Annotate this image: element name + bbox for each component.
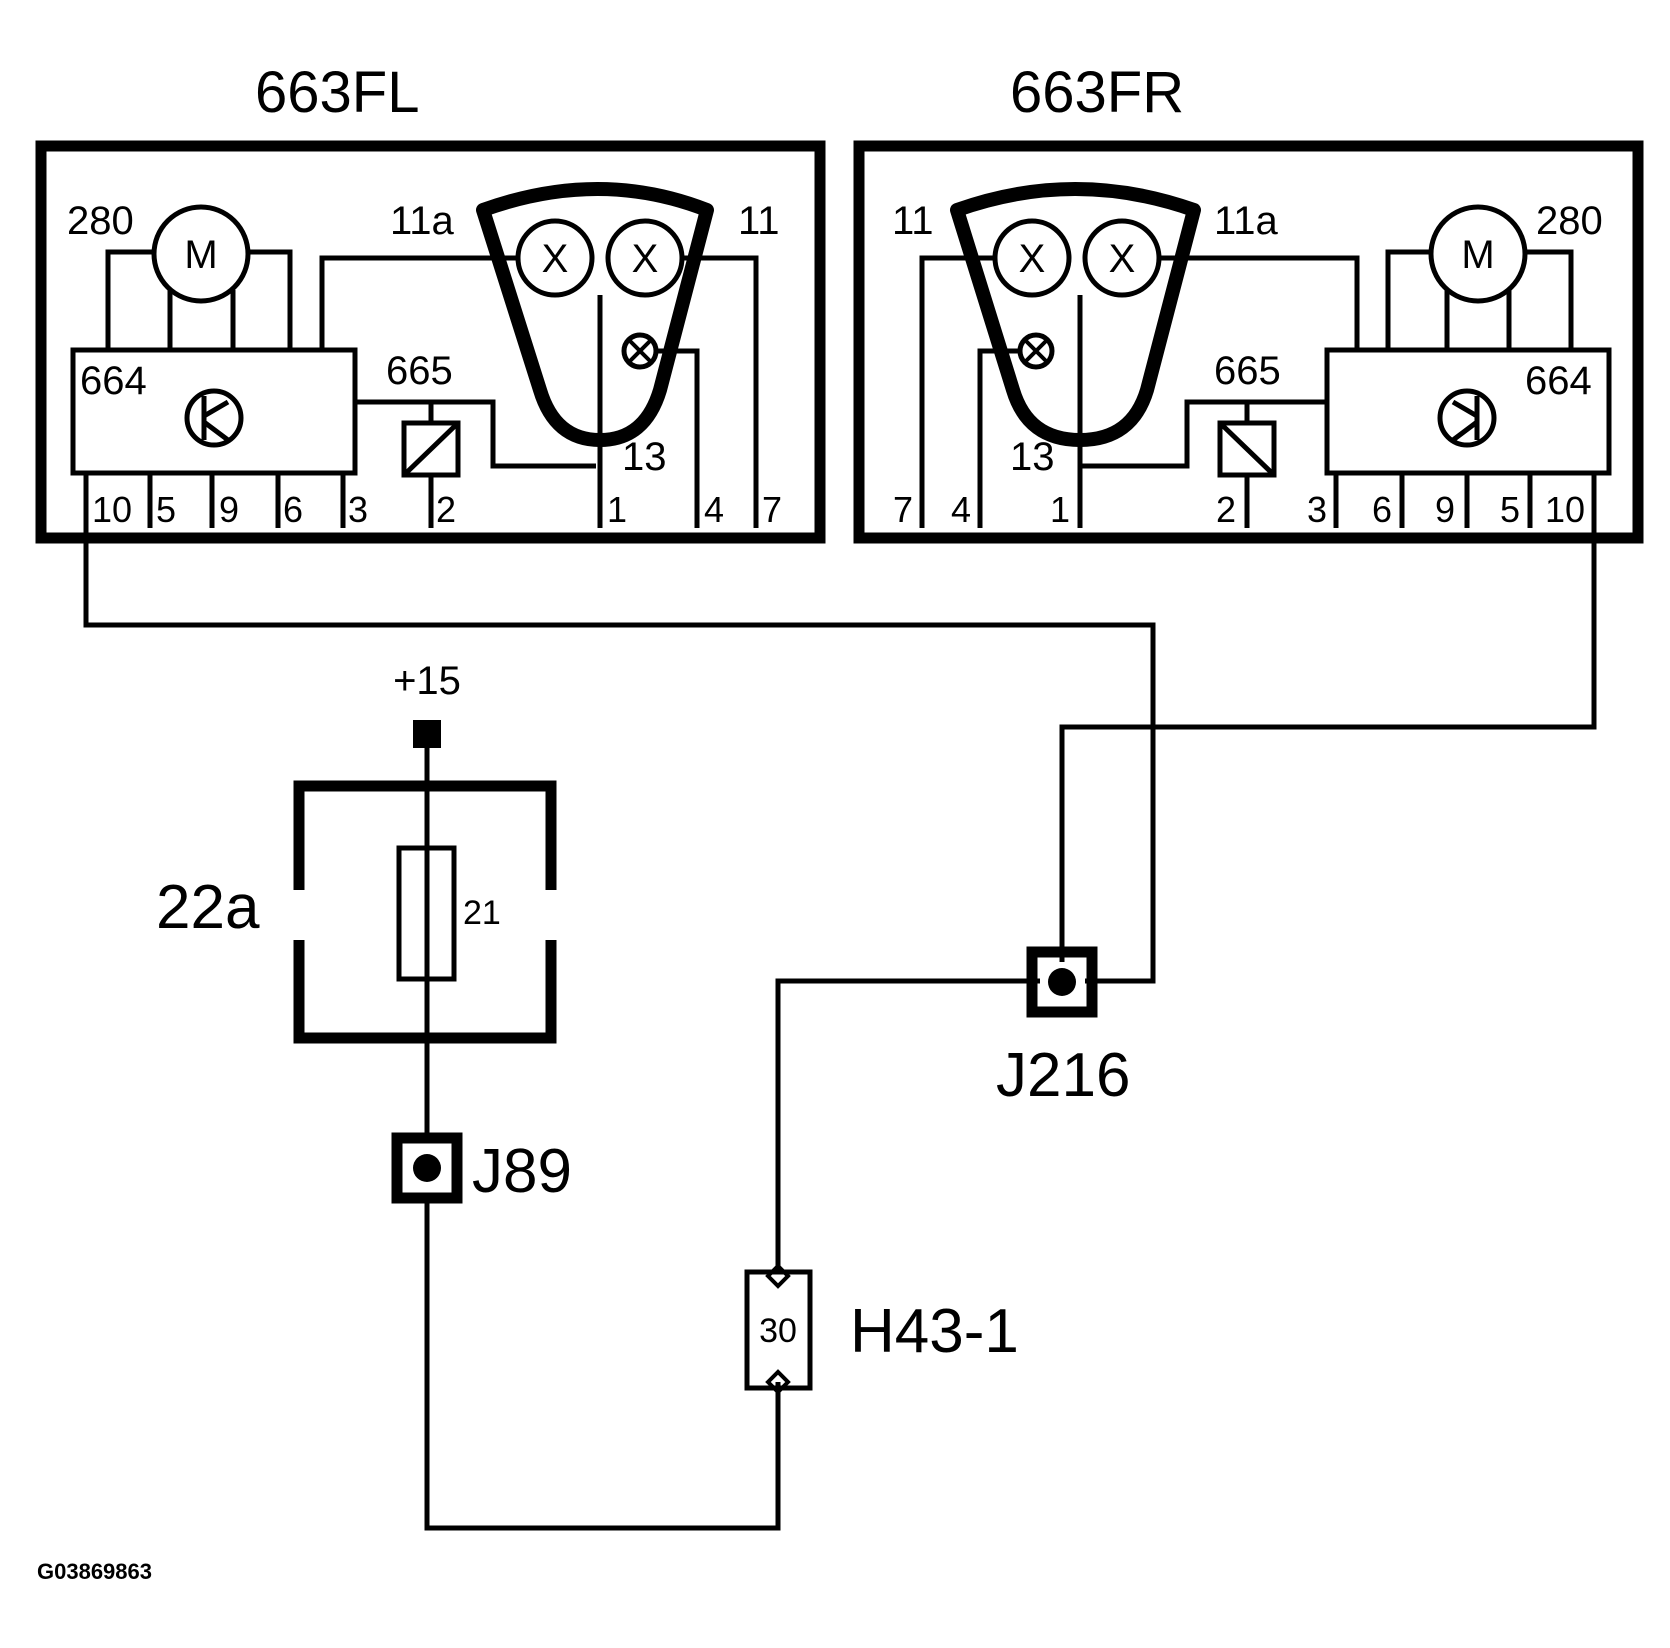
lamp-left-number-right: 11 [892,199,934,243]
pin-label: 10 [92,489,132,530]
module-frame-right [853,140,1644,544]
motor-280-right: 280 M [1385,199,1603,350]
external-wires [83,528,1597,1531]
module-frame-left [35,140,826,544]
fusebox-label: 22a [156,873,260,942]
indicator-bulb-left [621,332,659,370]
pin-label: 3 [1307,489,1327,530]
pin-label: 5 [1500,489,1520,530]
module-title-left: 663FL [255,60,419,125]
junction-j89: J89 [391,1132,572,1206]
controller-664-right: 664 [1324,347,1612,476]
sensor-symbol-right [1437,388,1497,448]
figure-id: G03869863 [37,1559,152,1584]
pin-label: 9 [1435,489,1455,530]
controller-664-left: 664 [70,347,358,476]
controller-number-left: 664 [80,359,147,403]
ground-number-right: 13 [1010,435,1055,479]
pin-label: 10 [1545,489,1585,530]
relay-number-right: 665 [1214,349,1281,393]
pin-label: 3 [348,489,368,530]
pin-label: 2 [436,489,456,530]
lamp-right-number-right: 11a [1214,199,1279,243]
pin-label: 6 [1372,489,1392,530]
pin-label: 7 [893,489,913,530]
supply-label: +15 [393,659,461,703]
ground-number-left: 13 [622,435,667,479]
motor-number-left: 280 [67,199,134,243]
pin-label: 6 [283,489,303,530]
pin-label: 4 [704,489,724,530]
module-663fl: 663FL 280 M 664 665 11a [35,60,826,544]
indicator-bulb-right [1017,332,1055,370]
pin-label: 1 [607,489,627,530]
module-title-right: 663FR [1010,60,1184,125]
motor-symbol-right: M [1461,233,1494,277]
pin-label: 4 [951,489,971,530]
pin-label: 2 [1216,489,1236,530]
relay-665-left: 665 [355,349,596,528]
pin-label: 7 [762,489,782,530]
pin-row-right: 7 4 1 2 3 6 9 5 10 [893,473,1597,530]
lamp-left-number-left: 11a [390,199,455,243]
pin-label: 5 [156,489,176,530]
motor-symbol-left: M [184,233,217,277]
connector-label: H43-1 [850,1297,1019,1366]
lamp-right-number-left: 11 [738,199,780,243]
relay-665-right: 665 [1080,349,1327,528]
module-663fr: 663FR 11 11a X X 13 665 [853,60,1644,544]
connector-h43-1: 30 H43-1 [744,1263,1019,1395]
fusebox-22a: 22a 21 [156,780,557,1044]
pin-label: 9 [219,489,239,530]
lamp-assembly-left: 11a 11 X X 13 [319,182,780,528]
bulb-symbol-right-2: X [1109,237,1136,281]
lamp-assembly-right: 11 11a X X 13 [892,182,1360,528]
supply-terminal: +15 [393,659,461,748]
junction-j216-label: J216 [996,1041,1130,1110]
junction-j89-label: J89 [472,1137,572,1206]
bulb-symbol-left-2: X [632,237,659,281]
fuse-number: 21 [463,894,501,932]
relay-number-left: 665 [386,349,453,393]
pin-row-left: 10 5 9 6 3 2 1 4 7 [83,473,782,530]
sensor-symbol-left [184,388,244,448]
motor-number-right: 280 [1536,199,1603,243]
motor-280-left: 280 M [67,199,293,350]
junction-j216: J216 [996,946,1130,1110]
pin-label: 1 [1050,489,1070,530]
controller-number-right: 664 [1525,359,1592,403]
bulb-symbol-right-1: X [1019,237,1046,281]
bulb-symbol-left-1: X [542,237,569,281]
connector-pin: 30 [759,1312,797,1350]
